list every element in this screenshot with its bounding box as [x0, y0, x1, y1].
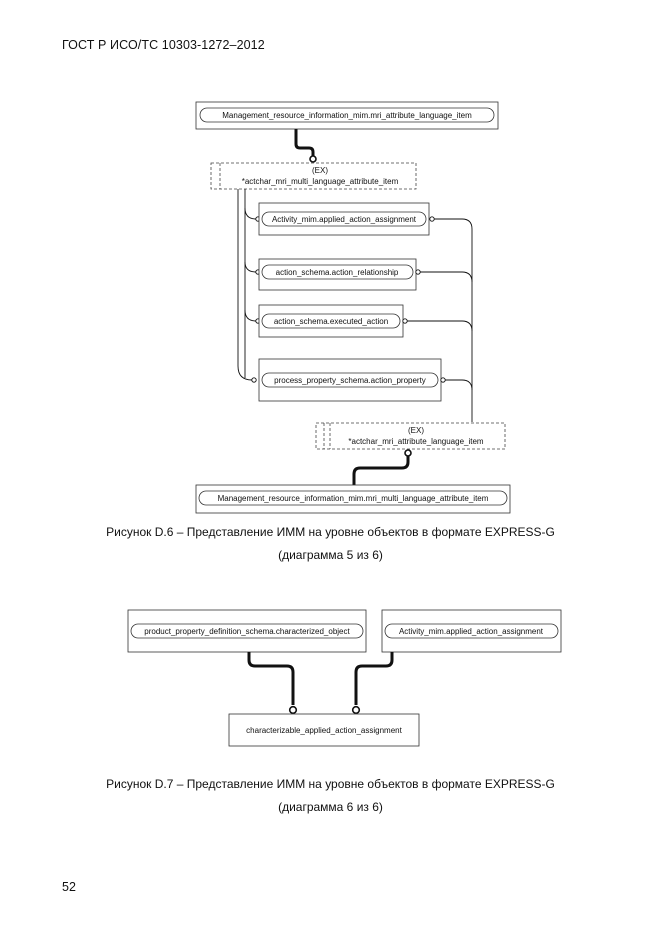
item-label: Activity_mim.applied_action_assignment [272, 215, 417, 224]
page-header-title: ГОСТ Р ИСО/ТС 10303-1272–2012 [62, 38, 265, 52]
select2-box[interactable]: (EX) *actchar_mri_attribute_language_ite… [315, 422, 506, 450]
top-entity-label: Management_resource_information_mim.mri_… [222, 111, 472, 120]
page-number: 52 [62, 880, 76, 894]
item-label: action_schema.action_relationship [276, 268, 399, 277]
item-action-property[interactable]: process_property_schema.action_property [258, 358, 442, 402]
item-label: process_property_schema.action_property [274, 376, 426, 385]
left-entity-link-circle [288, 705, 298, 715]
select1-name: *actchar_mri_multi_language_attribute_it… [242, 177, 399, 186]
target-entity-label: characterizable_applied_action_assignmen… [246, 726, 402, 735]
select1-box[interactable]: (EX) *actchar_mri_multi_language_attribu… [210, 162, 417, 190]
item1-right-link [434, 218, 473, 422]
item-label: action_schema.executed_action [274, 317, 388, 326]
item-action-relationship[interactable]: action_schema.action_relationship [258, 258, 417, 291]
top-entity-link-circle [309, 155, 317, 163]
figure-d6-subcaption: (диаграмма 5 из 6) [278, 548, 383, 562]
left-entity-link [247, 652, 295, 705]
bottom-entity-link-circle [404, 449, 412, 457]
figure-d6-caption: Рисунок D.6 – Представление ИММ на уровн… [106, 525, 555, 539]
figure-d6-diagram: Management_resource_information_mim.mri_… [195, 101, 511, 514]
select1-ex: (EX) [312, 166, 328, 175]
bottom-entity-label: Management_resource_information_mim.mri_… [218, 494, 489, 503]
right-entity-label: Activity_mim.applied_action_assignment [399, 627, 544, 636]
item-executed-action[interactable]: action_schema.executed_action [258, 304, 404, 338]
right-entity-link-circle [351, 705, 361, 715]
right-entity-link [354, 652, 394, 705]
figure-d7-diagram: product_property_definition_schema.chara… [127, 609, 562, 747]
left-entity-label: product_property_definition_schema.chara… [144, 627, 350, 636]
top-entity-box[interactable]: Management_resource_information_mim.mri_… [195, 101, 499, 130]
figure-d7-subcaption: (диаграмма 6 из 6) [278, 800, 383, 814]
right-entity-box[interactable]: Activity_mim.applied_action_assignment [381, 609, 562, 653]
select2-name: *actchar_mri_attribute_language_item [348, 437, 484, 446]
top-entity-link [294, 129, 315, 156]
item-activity-applied-action-assignment[interactable]: Activity_mim.applied_action_assignment [258, 202, 430, 236]
bottom-entity-box[interactable]: Management_resource_information_mim.mri_… [195, 484, 511, 514]
figure-d7-caption: Рисунок D.7 – Представление ИММ на уровн… [106, 777, 555, 791]
bottom-entity-link [352, 456, 410, 485]
target-entity-box[interactable]: characterizable_applied_action_assignmen… [228, 713, 420, 747]
select2-ex: (EX) [408, 426, 424, 435]
left-entity-box[interactable]: product_property_definition_schema.chara… [127, 609, 367, 653]
